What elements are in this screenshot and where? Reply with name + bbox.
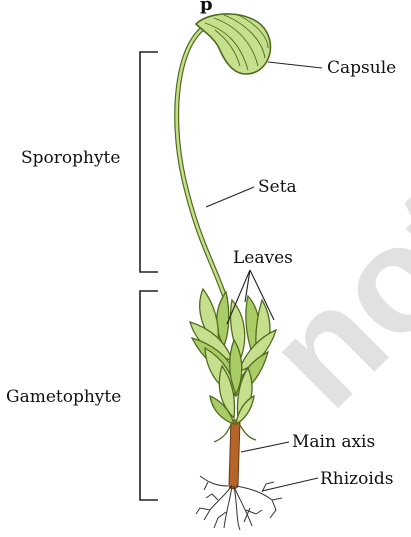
sporophyte-label: Sporophyte [21, 148, 120, 168]
gametophyte-bracket [140, 291, 158, 500]
seta-label: Seta [258, 177, 297, 197]
main-axis-label: Main axis [292, 432, 375, 452]
leaves [190, 289, 276, 442]
capsule-label: Capsule [327, 58, 396, 78]
leaves-label: Leaves [233, 248, 293, 268]
rhizoids-label: Rhizoids [320, 469, 393, 489]
main-axis [229, 420, 240, 489]
title-fragment: p [200, 0, 213, 15]
gametophyte-label: Gametophyte [6, 387, 121, 407]
capsule [196, 14, 270, 74]
sporophyte-bracket [140, 52, 158, 272]
rhizoids [196, 476, 282, 530]
